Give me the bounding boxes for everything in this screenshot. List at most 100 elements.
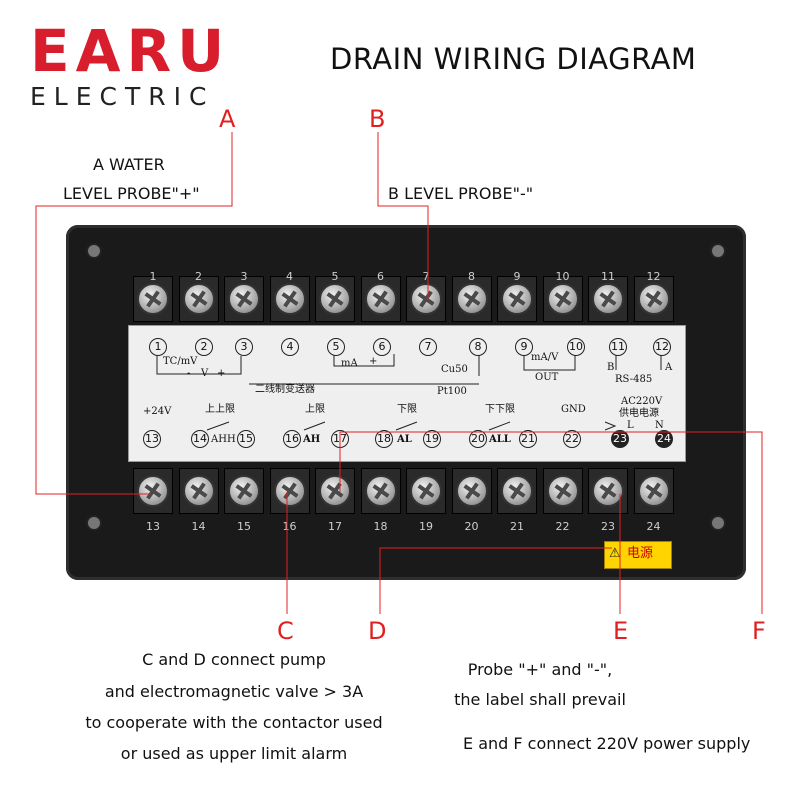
label-gnd: GND [561,404,586,415]
terminal-number-11: 11 [601,270,615,283]
terminal-number-4: 4 [286,270,293,283]
label-out: OUT [535,372,559,383]
terminal-screw-17[interactable] [319,475,351,507]
label-cu50: Cu50 [441,364,468,375]
terminal-number-24: 24 [646,520,661,533]
terminal-screw-20[interactable] [455,475,488,507]
terminal-screw-18[interactable] [364,475,397,507]
terminal-screw-1[interactable] [137,283,169,315]
label-rs485-b: B [607,362,615,373]
terminal-screw-4[interactable] [273,283,306,315]
note-cd-line2: and electromagnetic valve > 3A [104,682,364,701]
brand-logo: EARU [30,17,231,85]
terminal-screw-3[interactable] [228,283,260,315]
terminal-screw-9[interactable] [501,283,533,315]
mounting-hole [710,243,726,259]
note-probe-line1: Probe "+" and "-", [467,660,613,679]
label-upper-upper: 上上限 [205,404,235,415]
terminal-number-22: 22 [555,520,570,533]
label-n: N [655,420,664,431]
label-v-minus: - [187,368,191,379]
label-tc-mv: TC/mV [163,356,198,367]
label-ma: mA [341,358,358,369]
callout-letter-b: B [369,105,386,133]
label-al: AL [397,434,412,445]
label-ma-plus: + [369,356,378,367]
terminal-screw-14[interactable] [182,475,215,507]
terminal-screw-7[interactable] [410,283,442,315]
callout-letter-c: C [277,617,294,645]
terminal-number-23: 23 [601,520,615,533]
note-a-line2: LEVEL PROBE"+" [63,184,200,203]
terminal-screw-13[interactable] [137,475,169,507]
label-lower: 下限 [397,404,417,415]
label-lower-lower: 下下限 [485,404,515,415]
terminal-number-1: 1 [149,270,157,283]
label-pt100: Pt100 [437,386,467,397]
terminal-number-7: 7 [422,270,430,283]
terminal-number-20: 20 [464,520,479,533]
terminal-number-8: 8 [468,270,475,283]
terminal-screw-24[interactable] [637,475,670,507]
label-upper: 上限 [305,404,325,415]
terminal-number-18: 18 [373,520,388,533]
terminal-screw-8[interactable] [455,283,488,315]
terminal-number-3: 3 [240,270,248,283]
note-probe-line2: the label shall prevail [454,690,626,709]
terminal-number-5: 5 [331,270,339,283]
callout-line-b [377,132,429,300]
label-panel-lines [156,354,662,431]
callout-line-d [379,547,612,614]
label-ma-v: mA/V [531,352,559,363]
terminal-number-19: 19 [419,520,433,533]
callout-letter-e: E [613,617,629,645]
terminal-screw-19[interactable] [410,475,442,507]
callout-letter-d: D [368,617,387,645]
callout-letter-f: F [752,617,766,645]
label-transmitter: 二线制变送器 [255,384,315,395]
terminal-screw-10[interactable] [546,283,579,315]
terminal-number-6: 6 [377,270,384,283]
terminal-number-16: 16 [282,520,297,533]
terminal-number-14: 14 [191,520,206,533]
callout-letter-a: A [219,105,236,133]
mounting-hole [86,515,102,531]
terminal-number-17: 17 [328,520,342,533]
label-rs485-a: A [665,362,673,373]
terminal-screw-5[interactable] [319,283,351,315]
diagram-title: DRAIN WIRING DIAGRAM [330,42,697,76]
wiring-label-panel: 1 2 3 4 5 6 7 8 9 10 11 12 TC/mV - V + m… [128,325,686,462]
label-ac220v: AC220V [621,396,663,407]
terminal-screw-21[interactable] [501,475,533,507]
terminal-screw-15[interactable] [228,475,260,507]
label-ah: AH [303,434,321,445]
note-cd-line1: C and D connect pump [142,650,326,669]
terminal-screw-23[interactable] [592,475,624,507]
terminal-screw-2[interactable] [182,283,215,315]
terminal-screw-22[interactable] [546,475,579,507]
label-all: ALL [489,434,511,445]
note-cd-line3: to cooperate with the contactor used [85,713,383,732]
label-l: L [627,420,634,431]
label-ahh: AHH [211,434,236,445]
terminal-screw-11[interactable] [592,283,624,315]
warning-triangle-icon: ⚠ [609,546,621,561]
power-warning-sticker: ⚠ 电源 [604,541,672,569]
note-b: B LEVEL PROBE"-" [388,184,534,203]
mounting-hole [86,243,102,259]
terminal-screw-6[interactable] [364,283,397,315]
note-ef: E and F connect 220V power supply [463,734,751,753]
terminal-number-9: 9 [513,270,521,283]
terminal-screw-16[interactable] [273,475,306,507]
terminal-screw-12[interactable] [637,283,670,315]
brand-logo-subtitle: ELECTRIC [30,82,215,111]
label-24v: +24V [143,406,172,417]
label-power-supply: 供电电源 [619,408,659,419]
note-a-line1: A WATER [93,155,165,174]
callout-line-f [339,431,763,614]
terminal-number-15: 15 [237,520,251,533]
label-v: V [201,368,209,379]
callout-line-a [35,132,233,495]
mounting-hole [710,515,726,531]
